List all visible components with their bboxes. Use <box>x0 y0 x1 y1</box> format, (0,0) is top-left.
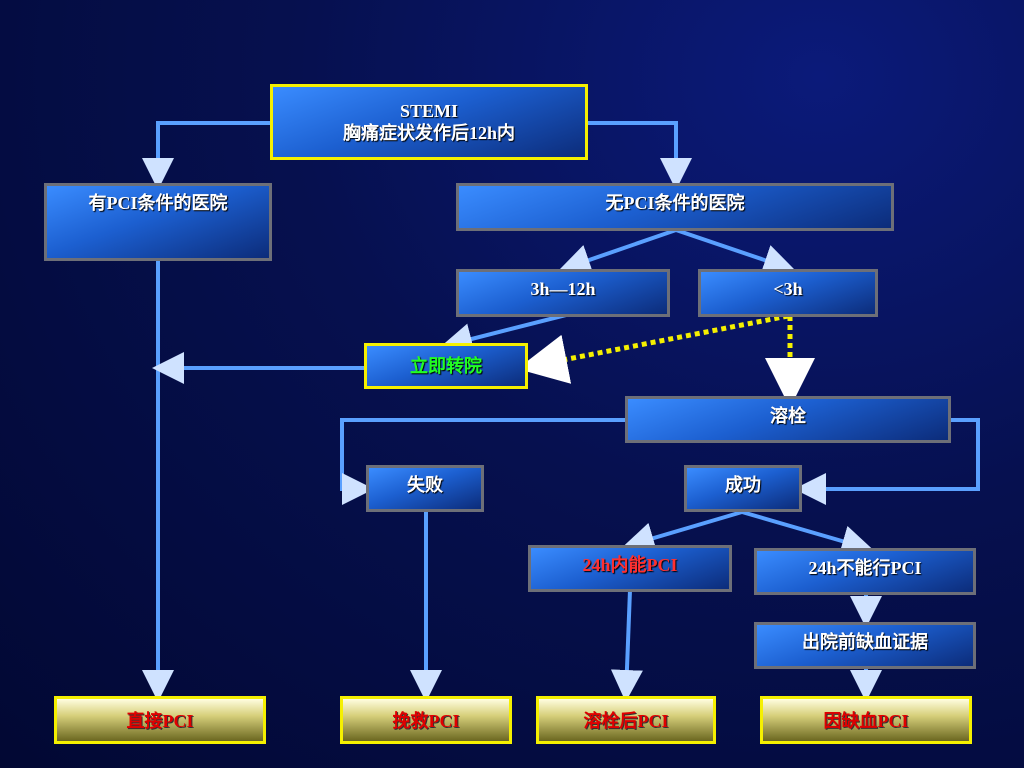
pci-in-24h-box: 24h内能PCI <box>528 545 732 592</box>
connector-lysis-success <box>794 418 980 505</box>
ischemia-pci-box: 因缺血PCI <box>760 696 972 744</box>
pci-in-24h-label: 24h内能PCI <box>582 555 678 575</box>
connector-lysis-fail <box>340 418 626 505</box>
time-3-12h-label: 3h—12h <box>530 279 596 299</box>
ischemia-evidence-box: 出院前缺血证据 <box>754 622 976 669</box>
connector-stemi-left <box>142 121 272 190</box>
time-lt-3h-label: <3h <box>773 279 803 299</box>
post-lysis-pci-box: 溶栓后PCI <box>536 696 716 744</box>
success-label: 成功 <box>725 475 761 495</box>
stemi-box: STEMI 胸痛症状发作后12h内 <box>270 84 588 160</box>
connector-post-lysis <box>610 589 643 702</box>
no-pci-label: 无PCI条件的医院 <box>605 193 745 213</box>
ischemia-pci-label: 因缺血PCI <box>823 711 909 731</box>
fail-label: 失败 <box>407 475 443 495</box>
transfer-box: 立即转院 <box>364 343 528 389</box>
fail-box: 失败 <box>366 465 484 512</box>
stemi-subtitle: 胸痛症状发作后12h内 <box>342 123 515 143</box>
no-pci-hospital-box: 无PCI条件的医院 <box>456 183 894 231</box>
stemi-title: STEMI <box>399 101 459 121</box>
direct-pci-label: 直接PCI <box>126 711 194 731</box>
direct-pci-box: 直接PCI <box>54 696 266 744</box>
connector-stemi-right <box>586 121 692 190</box>
connector-to-transfer <box>440 313 567 355</box>
pci-not-24h-label: 24h不能行PCI <box>808 558 922 578</box>
rescue-pci-label: 挽救PCI <box>392 711 460 731</box>
dashed-to-transfer <box>517 313 789 384</box>
thrombolysis-box: 溶栓 <box>625 396 951 443</box>
connector-split-right <box>675 228 796 276</box>
success-box: 成功 <box>684 465 802 512</box>
has-pci-label: 有PCI条件的医院 <box>88 193 228 213</box>
rescue-pci-box: 挽救PCI <box>340 696 512 744</box>
thrombolysis-label: 溶栓 <box>770 406 806 426</box>
transfer-label: 立即转院 <box>410 356 482 376</box>
has-pci-hospital-box: 有PCI条件的医院 <box>44 183 272 261</box>
time-3-12h-box: 3h—12h <box>456 269 670 317</box>
connector-success-left <box>622 510 743 554</box>
connector-split-left <box>558 228 677 276</box>
post-lysis-pci-label: 溶栓后PCI <box>583 711 669 731</box>
ischemia-evidence-label: 出院前缺血证据 <box>802 632 928 652</box>
connector-success-right <box>741 510 874 557</box>
time-lt-3h-box: <3h <box>698 269 878 317</box>
pci-not-24h-box: 24h不能行PCI <box>754 548 976 595</box>
